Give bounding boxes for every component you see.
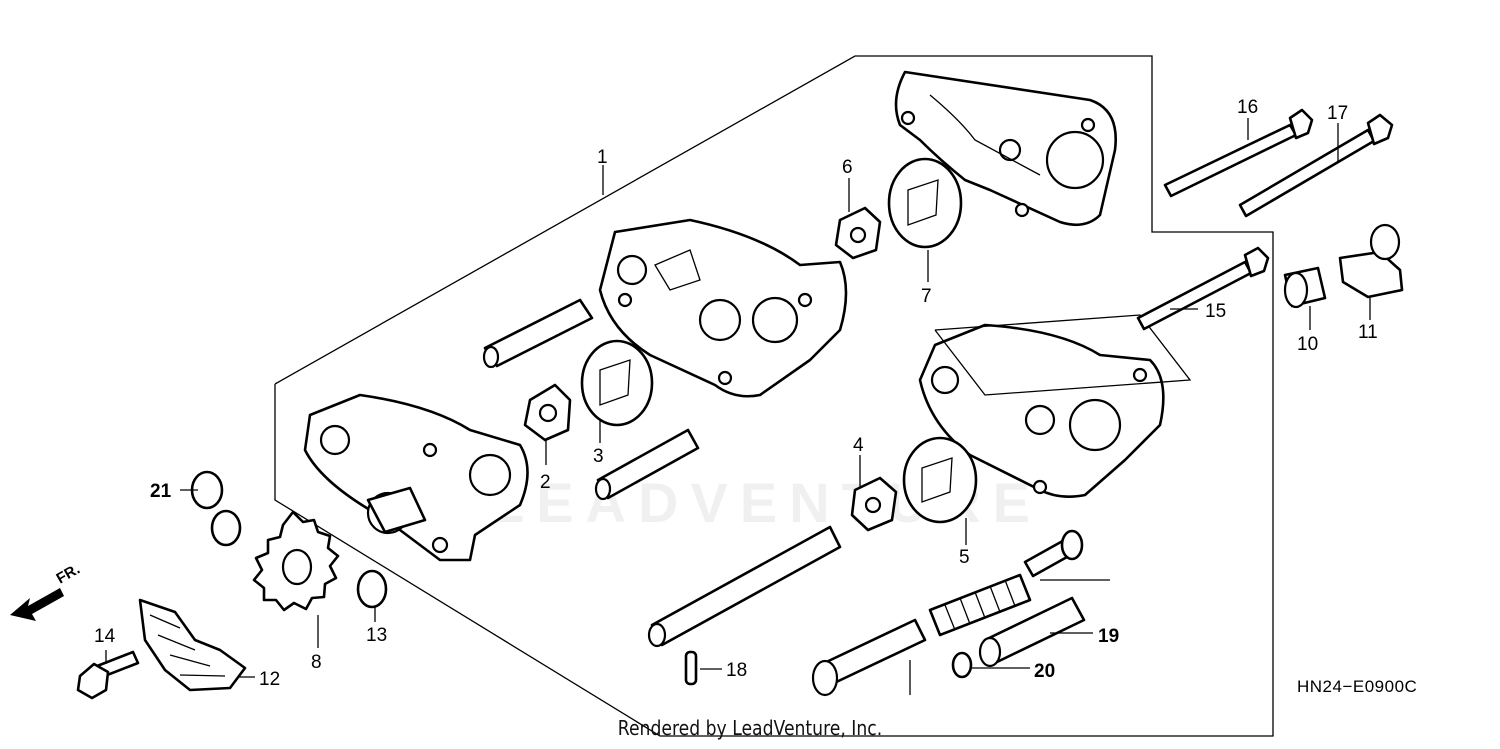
- callout-11: 11: [1358, 322, 1378, 343]
- callout-10: 10: [1297, 334, 1318, 355]
- callout-19: 19: [1098, 626, 1119, 647]
- direction-label: FR.: [54, 561, 83, 588]
- callout-7: 7: [921, 286, 932, 307]
- diagram-code: HN24−E0900C: [1297, 677, 1418, 696]
- pump-body-middle[interactable]: [598, 218, 848, 398]
- callout-2: 2: [540, 472, 551, 493]
- callout-18: 18: [726, 660, 747, 681]
- relief-sleeve-19[interactable]: [978, 596, 1086, 668]
- callout-14: 14: [94, 626, 116, 647]
- front-direction-arrow: FR.: [10, 561, 83, 621]
- callouts: 1 2 3 4 5 6 7 8 10 11 12 13 14 15 16 17 …: [94, 97, 1378, 690]
- callout-12: 12: [259, 669, 280, 690]
- callout-15: 15: [1205, 301, 1226, 322]
- assembly-boundary: [274, 55, 1274, 737]
- cover-plate[interactable]: [894, 70, 1117, 227]
- clip-20[interactable]: [951, 651, 973, 679]
- rotor-3[interactable]: [580, 339, 654, 427]
- inner-rotor-6[interactable]: [834, 206, 882, 260]
- bolt-14[interactable]: [76, 650, 140, 700]
- callout-16: 16: [1237, 97, 1258, 118]
- washer-13[interactable]: [356, 569, 388, 609]
- inner-rotor-4[interactable]: [850, 476, 898, 532]
- callout-13: 13: [366, 625, 387, 646]
- relief-spring[interactable]: [928, 573, 1032, 637]
- relief-valve[interactable]: [811, 618, 927, 697]
- collar-10[interactable]: [1283, 266, 1327, 309]
- callout-3: 3: [593, 446, 604, 467]
- bolt-top-valve[interactable]: [1023, 529, 1084, 578]
- footer-credit: Rendered by LeadVenture, Inc.: [617, 716, 883, 740]
- rotor-5[interactable]: [902, 436, 978, 524]
- callout-21: 21: [150, 481, 172, 502]
- chain-12[interactable]: [138, 598, 247, 692]
- callout-20: 20: [1034, 661, 1055, 682]
- callout-4: 4: [853, 435, 864, 456]
- callout-8: 8: [311, 652, 322, 673]
- callout-5: 5: [959, 547, 970, 568]
- pump-body-right[interactable]: [918, 314, 1192, 498]
- callout-6: 6: [842, 157, 853, 178]
- callout-1: 1: [597, 147, 608, 168]
- dowel-pin-upper[interactable]: [482, 298, 594, 369]
- pin-18[interactable]: [684, 650, 698, 686]
- inner-rotor-2[interactable]: [523, 383, 572, 442]
- dowel-pin-lower[interactable]: [594, 428, 700, 501]
- callout-17: 17: [1327, 103, 1348, 124]
- gasket-21[interactable]: [190, 470, 242, 547]
- bolt-15[interactable]: [1136, 246, 1270, 331]
- leader-lines: [105, 118, 1371, 695]
- bracket-11[interactable]: [1338, 223, 1404, 299]
- pump-shaft[interactable]: [647, 525, 842, 648]
- rotor-7[interactable]: [887, 157, 963, 249]
- sprocket-8[interactable]: [252, 510, 340, 612]
- bolt-17[interactable]: [1238, 113, 1394, 218]
- bolt-16[interactable]: [1163, 108, 1314, 198]
- pump-body-left[interactable]: [303, 393, 529, 562]
